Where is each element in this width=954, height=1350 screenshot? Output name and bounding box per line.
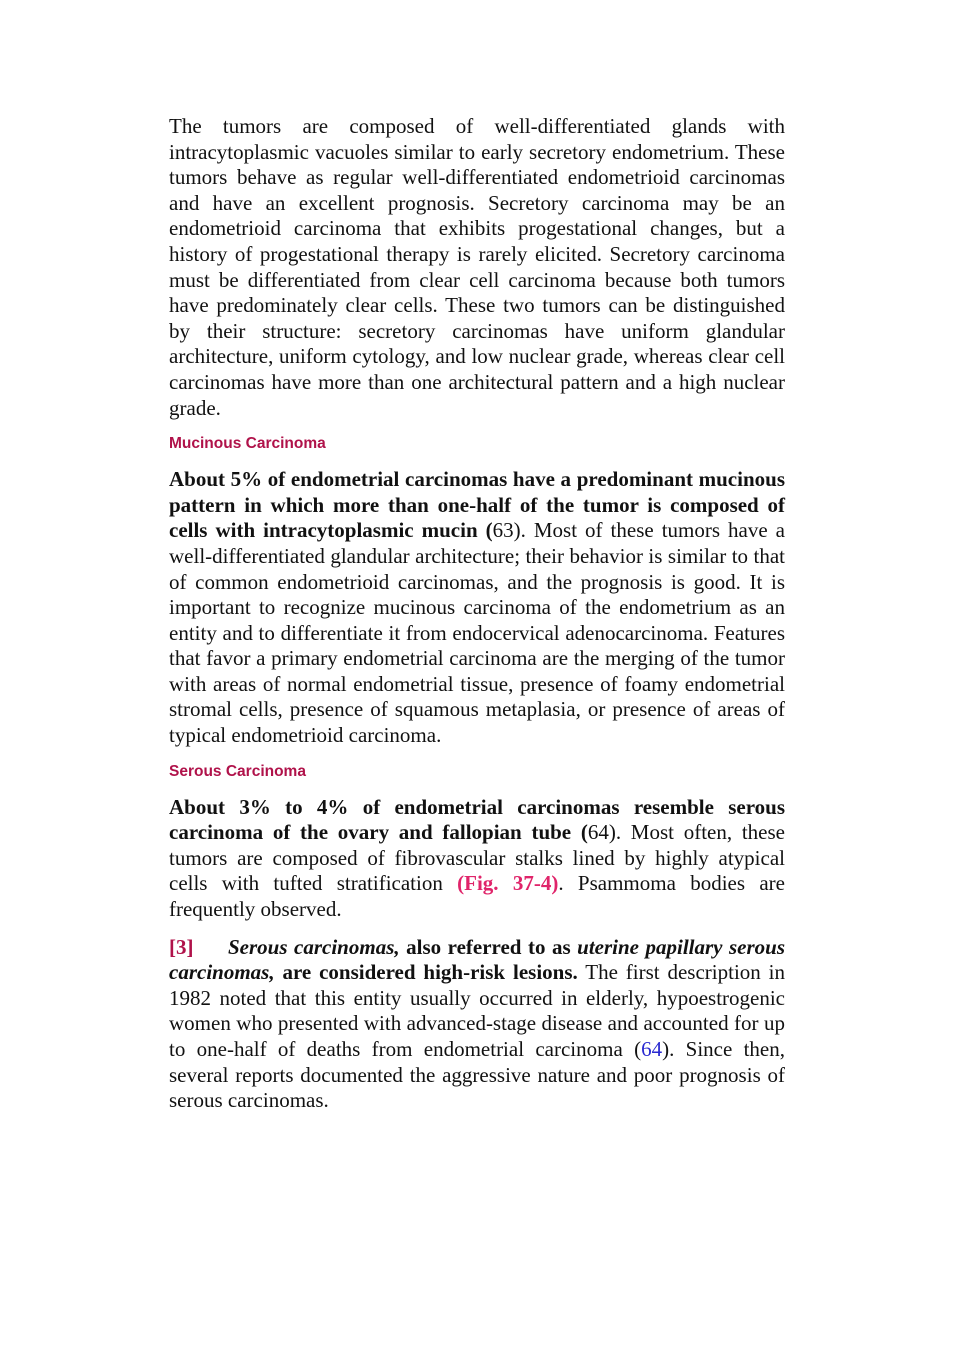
citation-link-64[interactable]: 64: [641, 1037, 663, 1061]
key-bold-italic-1: Serous carcinomas,: [228, 934, 400, 959]
mucinous-text: 63). Most of these tumors have a well-di…: [169, 518, 785, 748]
heading-mucinous-carcinoma: Mucinous Carcinoma: [169, 435, 326, 453]
serous-bold-lead: About 3% to 4% of endometrial carcinomas…: [169, 794, 785, 845]
serous-text-before-figure: 64). Most often, these tumors are compos…: [169, 820, 785, 896]
paragraph-mucinous-carcinoma: About 5% of endometrial carcinomas have …: [169, 467, 785, 749]
heading-serous-carcinoma: Serous Carcinoma: [169, 762, 306, 780]
paragraph-serous-key-point: [3] Serous carcinomas, also referred to a…: [169, 935, 785, 1114]
paragraph-secretory-carcinoma: The tumors are composed of well-differen…: [169, 114, 785, 420]
key-bold-2: are considered high-risk lesions.: [274, 960, 578, 985]
key-point-marker: [3]: [169, 934, 194, 959]
document-page: The tumors are composed of well-differen…: [169, 114, 785, 1114]
key-text-2: ). Since then, several reports documente…: [169, 1037, 785, 1113]
serous-text-after-figure: . Psammoma bodies are frequently observe…: [169, 871, 785, 922]
paragraph-serous-carcinoma: About 3% to 4% of endometrial carcinomas…: [169, 795, 785, 923]
figure-link-37-4[interactable]: (Fig. 37-4): [457, 871, 559, 896]
key-text-1: The first description in 1982 noted that…: [169, 960, 785, 1061]
key-bold-1: also referred to as: [399, 934, 578, 959]
key-bold-italic-2: uterine papillary serous carcinomas,: [169, 934, 786, 985]
mucinous-bold-lead: About 5% of endometrial carcinomas have …: [169, 467, 785, 543]
